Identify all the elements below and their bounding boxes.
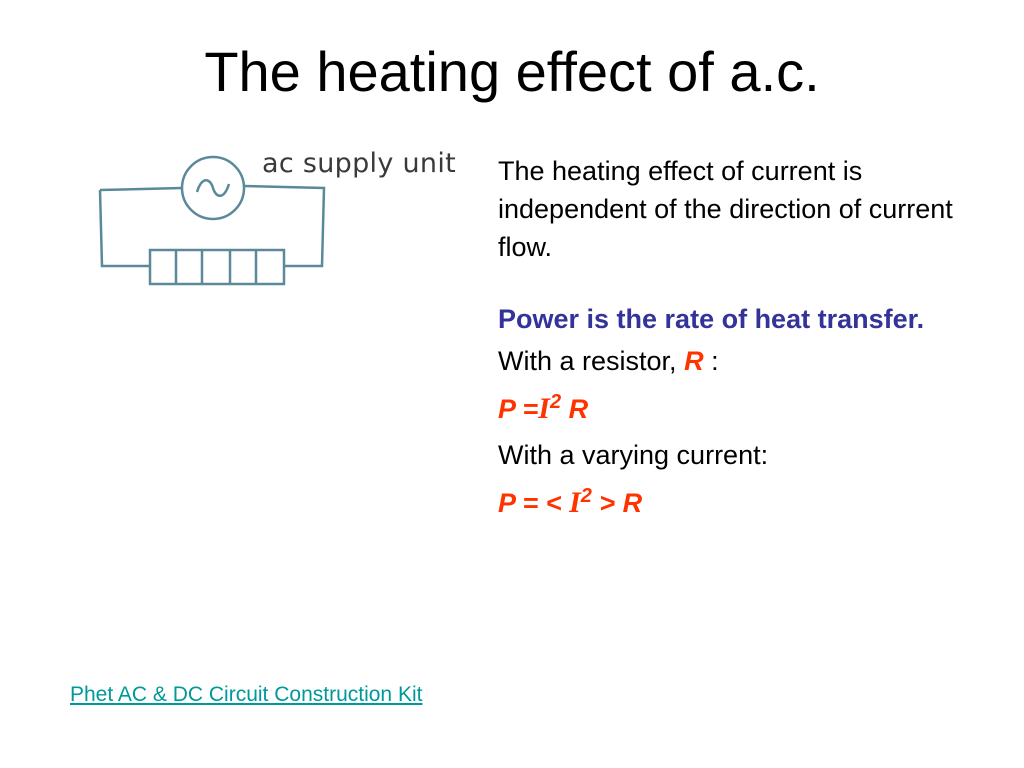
sine-wave: [195, 179, 231, 197]
formula-1-p: P =: [498, 394, 539, 424]
resistor-prefix: With a resistor,: [498, 346, 677, 376]
formula-2: P = < I2 > R: [498, 479, 978, 526]
formula-2-i: I: [569, 486, 581, 519]
phet-link[interactable]: Phet AC & DC Circuit Construction Kit: [70, 683, 423, 706]
circuit-drawing: [98, 155, 326, 286]
slide-title: The heating effect of a.c.: [204, 40, 820, 103]
power-definition: Power is the rate of heat transfer.: [498, 304, 925, 334]
wire-left-top: [99, 186, 183, 192]
formula-2-r: > R: [599, 488, 643, 518]
varying-line: With a varying current:: [498, 440, 769, 470]
ac-supply-label: ac supply unit: [262, 148, 457, 179]
slide-body: The heating effect of current is indepen…: [498, 152, 978, 526]
resistor-symbol: R: [684, 346, 704, 376]
formula-1-exp: 2: [549, 391, 562, 413]
resistor-line: With a resistor, R :: [498, 338, 978, 385]
ac-source-icon: [180, 155, 246, 221]
resistor-suffix: :: [711, 346, 719, 376]
formula-1: P =I2 R: [498, 385, 978, 432]
resistor-icon: [148, 248, 286, 286]
intro-paragraph: The heating effect of current is indepen…: [498, 156, 953, 262]
formula-1-i: I: [538, 392, 550, 425]
circuit-diagram: ac supply unit: [90, 138, 470, 308]
wire-left-bottom: [98, 189, 150, 268]
formula-2-exp: 2: [580, 485, 592, 507]
formula-1-r: R: [568, 394, 589, 424]
formula-2-p: P = <: [498, 488, 562, 518]
wire-right-top: [243, 184, 326, 268]
